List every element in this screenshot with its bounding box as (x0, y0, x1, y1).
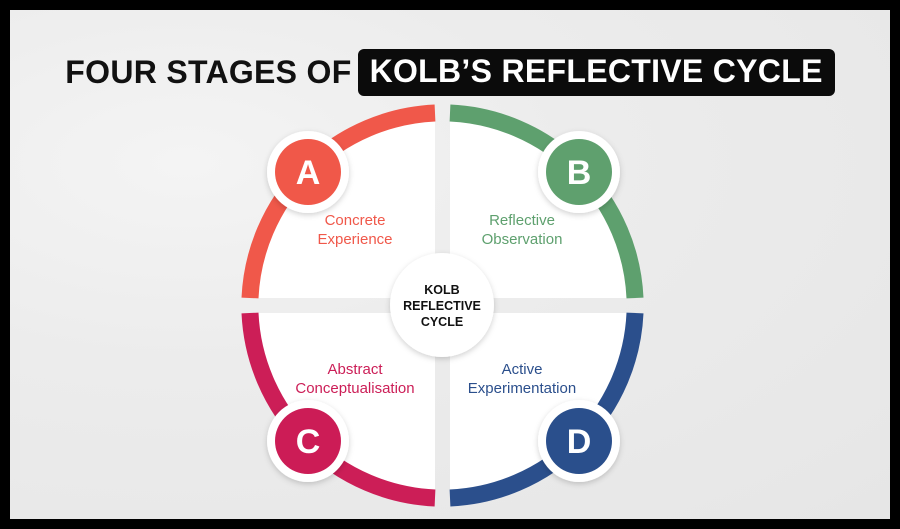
stage-a-label-line1: Concrete (325, 212, 386, 229)
kolb-cycle-diagram: Concrete Experience Reflective Observati… (241, 104, 644, 507)
center-line-2: REFLECTIVE (403, 299, 481, 313)
stage-b-badge (538, 131, 620, 213)
stage-b-label-line1: Reflective (489, 212, 555, 229)
quadrant-a-fill (250, 113, 435, 298)
stage-d-letter: D (567, 423, 592, 461)
page-title: FOUR STAGES OF KOLB’S REFLECTIVE CYCLE (10, 44, 890, 100)
quadrant-c-fill (250, 313, 435, 498)
stage-c-letter: C (296, 423, 321, 461)
quadrant-b-fill (450, 113, 635, 298)
stage-d-badge (538, 400, 620, 482)
stage-a-badge (267, 131, 349, 213)
stage-b-label-line2: Observation (482, 231, 563, 248)
stage-a-label-line2: Experience (317, 231, 392, 248)
quadrant-d-fill (450, 313, 635, 498)
center-line-3: CYCLE (421, 315, 463, 329)
stage-d-label-line1: Active (502, 361, 543, 378)
stage-c-label-line2: Conceptualisation (295, 380, 414, 397)
stage-c-label-line1: Abstract (327, 361, 383, 378)
center-hub (390, 253, 494, 357)
title-prefix: FOUR STAGES OF (65, 53, 352, 90)
stage-c-badge (267, 400, 349, 482)
diagram-canvas: FOUR STAGES OF KOLB’S REFLECTIVE CYCLE (10, 10, 890, 519)
stage-b-letter: B (567, 154, 592, 192)
stage-a-letter: A (296, 154, 321, 192)
stage-d-label-line2: Experimentation (468, 380, 576, 397)
center-line-1: KOLB (424, 283, 459, 297)
title-highlight: KOLB’S REFLECTIVE CYCLE (357, 48, 835, 96)
